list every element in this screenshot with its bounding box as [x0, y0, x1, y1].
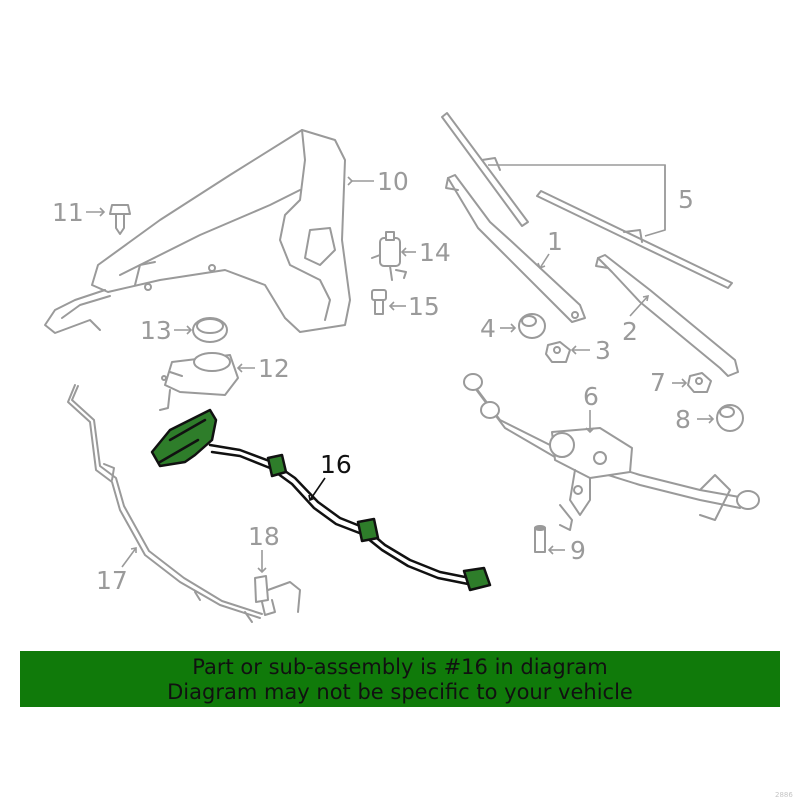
filler-neck-part — [159, 352, 239, 411]
callout-9: 9 — [570, 536, 586, 565]
washer-hose-part — [67, 384, 263, 623]
callout-1: 1 — [547, 227, 563, 256]
nut-part — [687, 372, 712, 393]
callout-8: 8 — [675, 405, 691, 434]
callout-4: 4 — [480, 314, 496, 343]
washer-pump-part — [371, 231, 407, 281]
callout-18: 18 — [248, 522, 280, 551]
leader-lines — [86, 164, 715, 574]
callout-15: 15 — [408, 292, 440, 321]
callout-7: 7 — [650, 368, 666, 397]
reservoir-cap-part — [192, 317, 228, 343]
callout-13: 13 — [140, 316, 172, 345]
grommet-part — [716, 404, 744, 432]
highlighted-part-16 — [150, 408, 492, 592]
nut-part — [545, 341, 571, 363]
callout-17: 17 — [96, 566, 128, 595]
wiper-linkage-part — [463, 373, 760, 531]
callout-5: 5 — [678, 185, 694, 214]
callout-10: 10 — [377, 167, 409, 196]
wiper-blade-part — [441, 112, 733, 289]
grommet-part — [518, 313, 546, 339]
washer-nozzle-part — [254, 575, 301, 616]
banner-line-part-number: Part or sub-assembly is #16 in diagram — [192, 655, 608, 679]
callout-6: 6 — [583, 382, 599, 411]
callout-14: 14 — [419, 238, 451, 267]
washer-reservoir-part — [44, 129, 351, 334]
banner-line-disclaimer: Diagram may not be specific to your vehi… — [167, 680, 633, 704]
part-info-banner: Part or sub-assembly is #16 in diagram D… — [20, 651, 780, 707]
callout-2: 2 — [622, 317, 638, 346]
diagram-id-watermark: 2886 — [775, 791, 793, 799]
wiper-arm-left-part — [445, 174, 586, 323]
wiper-arm-right-part — [595, 254, 739, 377]
callout-11: 11 — [52, 198, 84, 227]
pivot-pin-part — [534, 525, 546, 553]
bolt-part — [109, 204, 131, 235]
pump-seal-part — [371, 289, 387, 315]
callout-12: 12 — [258, 354, 290, 383]
callout-3: 3 — [595, 336, 611, 365]
callout-16: 16 — [320, 450, 352, 479]
